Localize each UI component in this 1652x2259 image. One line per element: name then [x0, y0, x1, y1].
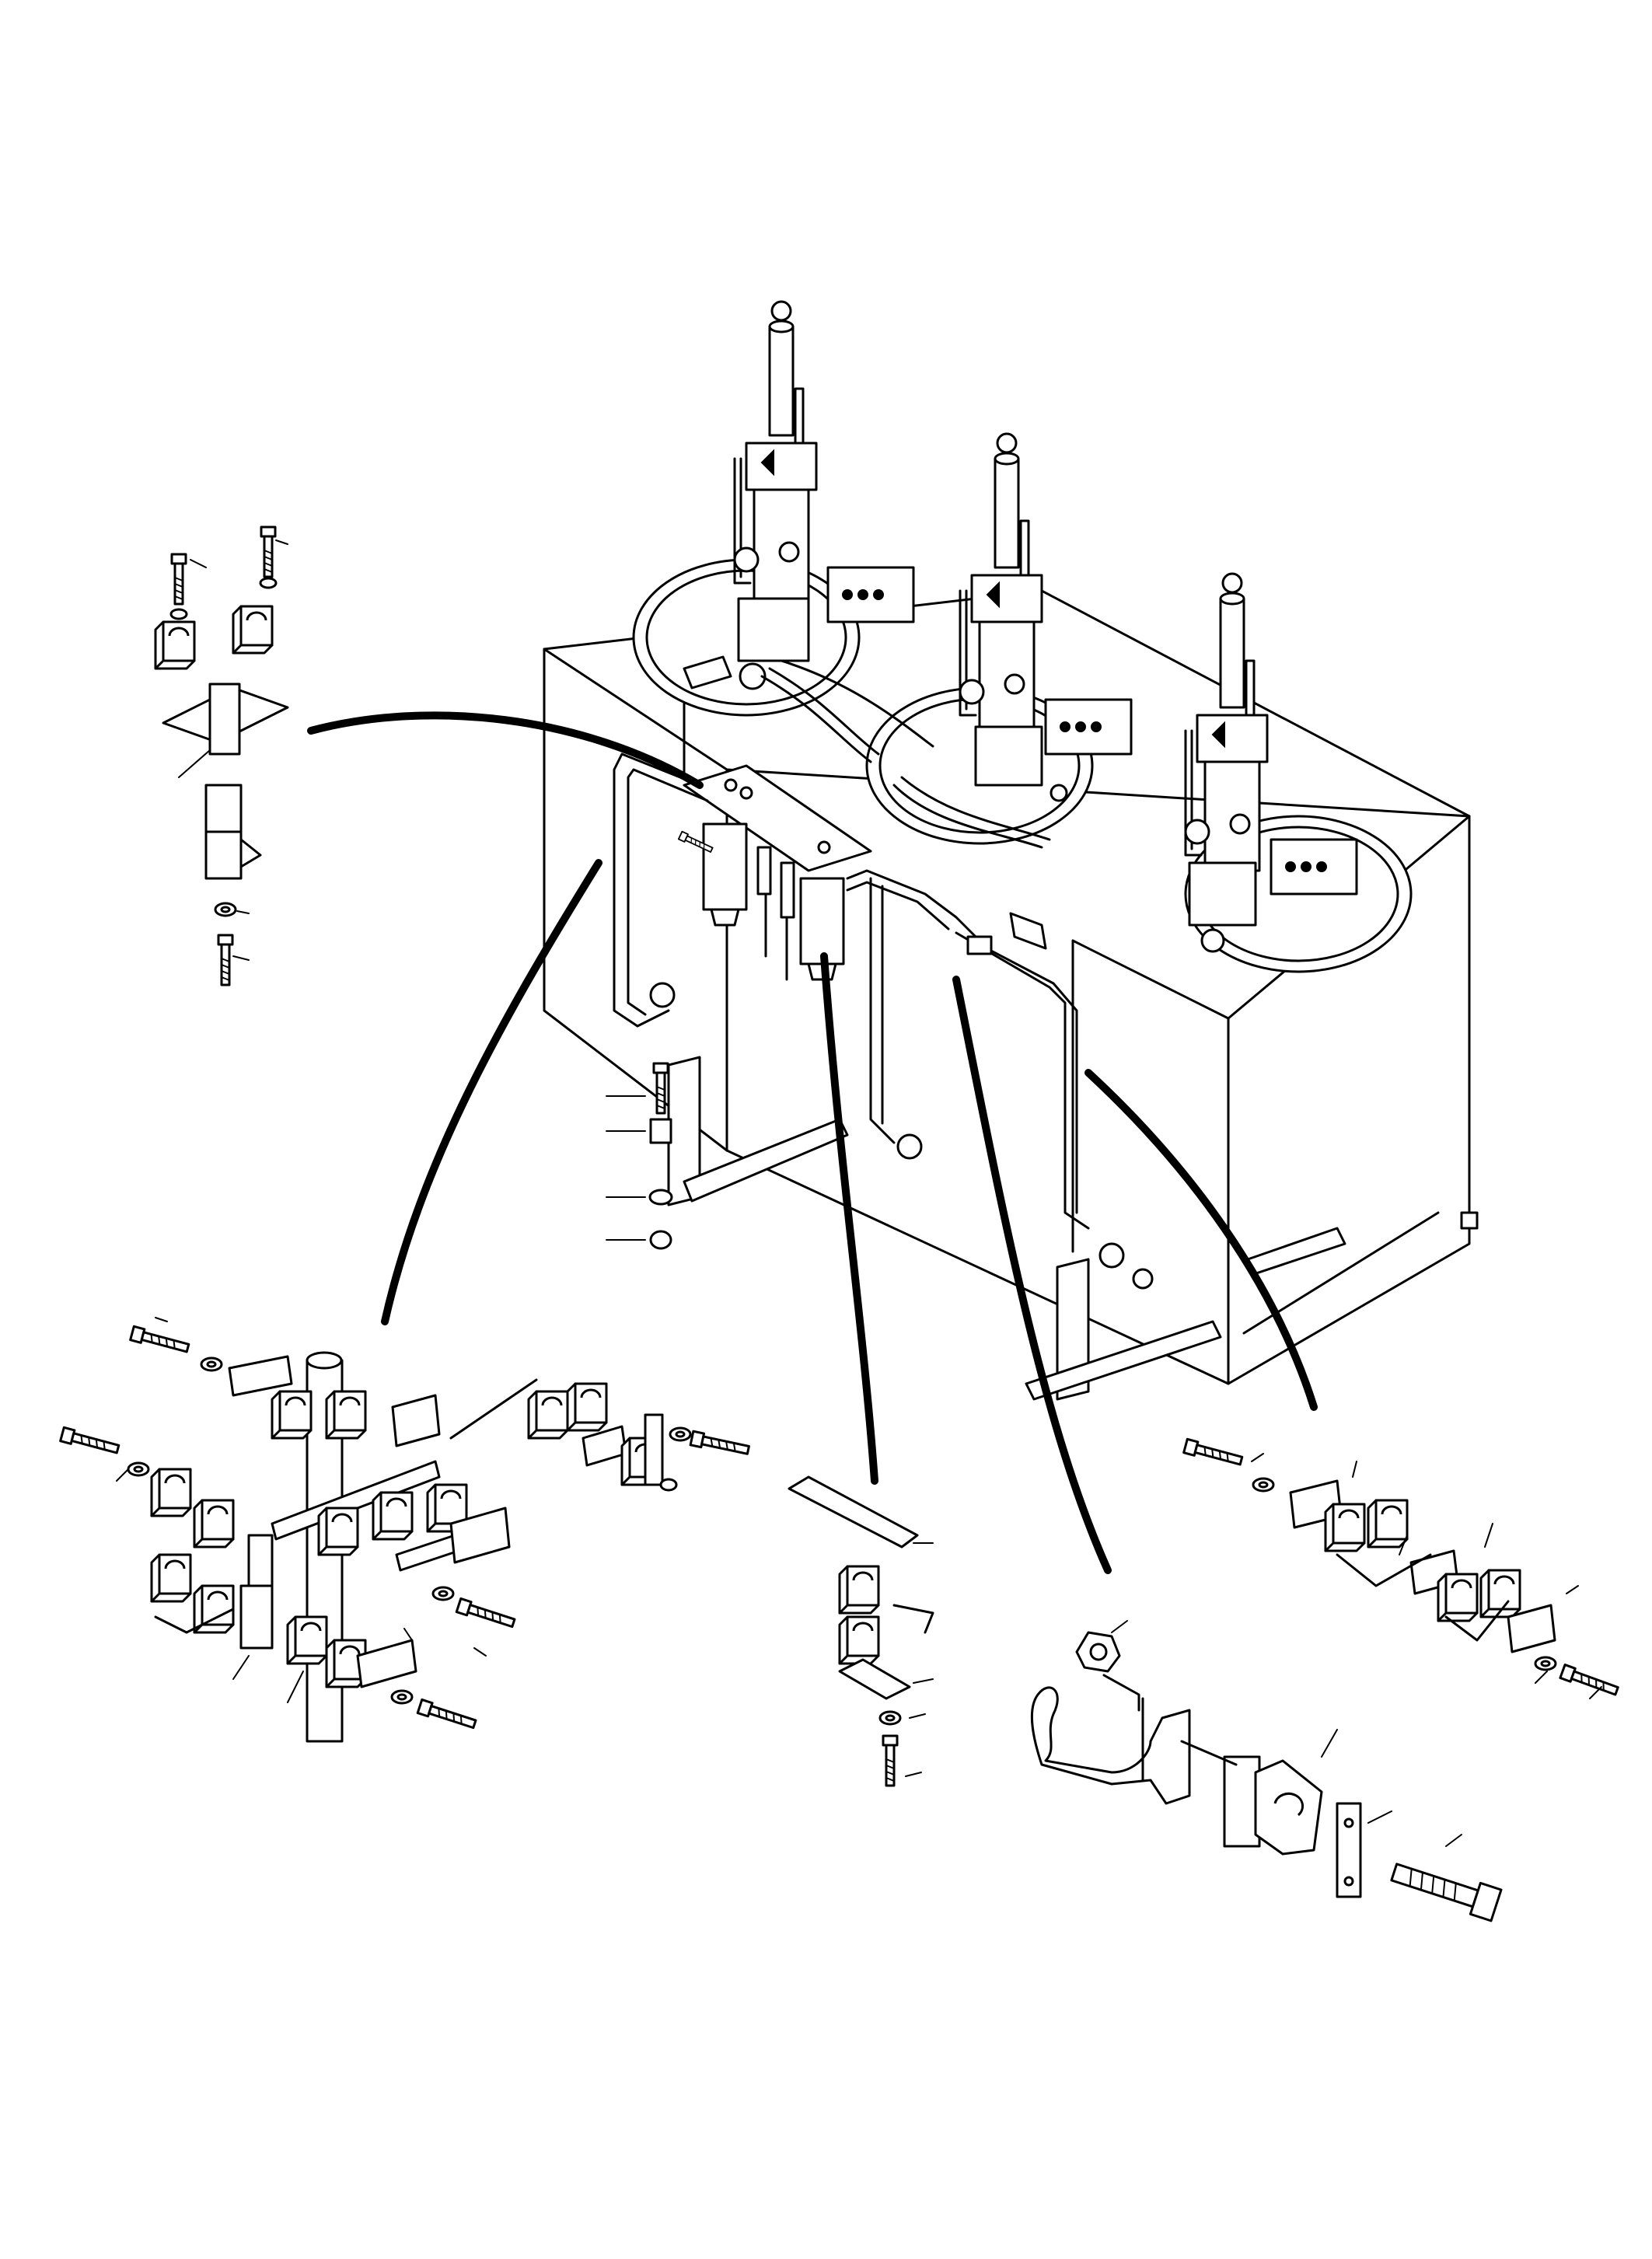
leader-lines	[307, 711, 1318, 1574]
hoses	[760, 659, 1051, 849]
support-frame	[667, 1056, 1479, 1401]
clamp-assembly-upper-left	[154, 525, 289, 986]
pipework	[613, 752, 1154, 1290]
pump-unit-2	[959, 432, 1133, 802]
bracket-assembly-lower-right	[1030, 1620, 1503, 1922]
filter-2	[799, 877, 845, 981]
bolt-stack-center	[606, 1062, 673, 1250]
filter-1	[702, 822, 748, 927]
clamp-assembly-center-stack	[788, 1475, 934, 1787]
pump-unit-3	[1184, 572, 1358, 953]
clamp-assembly-right	[1182, 1437, 1621, 1699]
clamp-assembly-lower-left	[59, 1317, 517, 1743]
clamp-assembly-middle-small	[449, 830, 751, 1492]
manifold-block	[683, 764, 872, 872]
valve-stack	[756, 846, 795, 981]
pump-unit-1	[683, 300, 915, 690]
